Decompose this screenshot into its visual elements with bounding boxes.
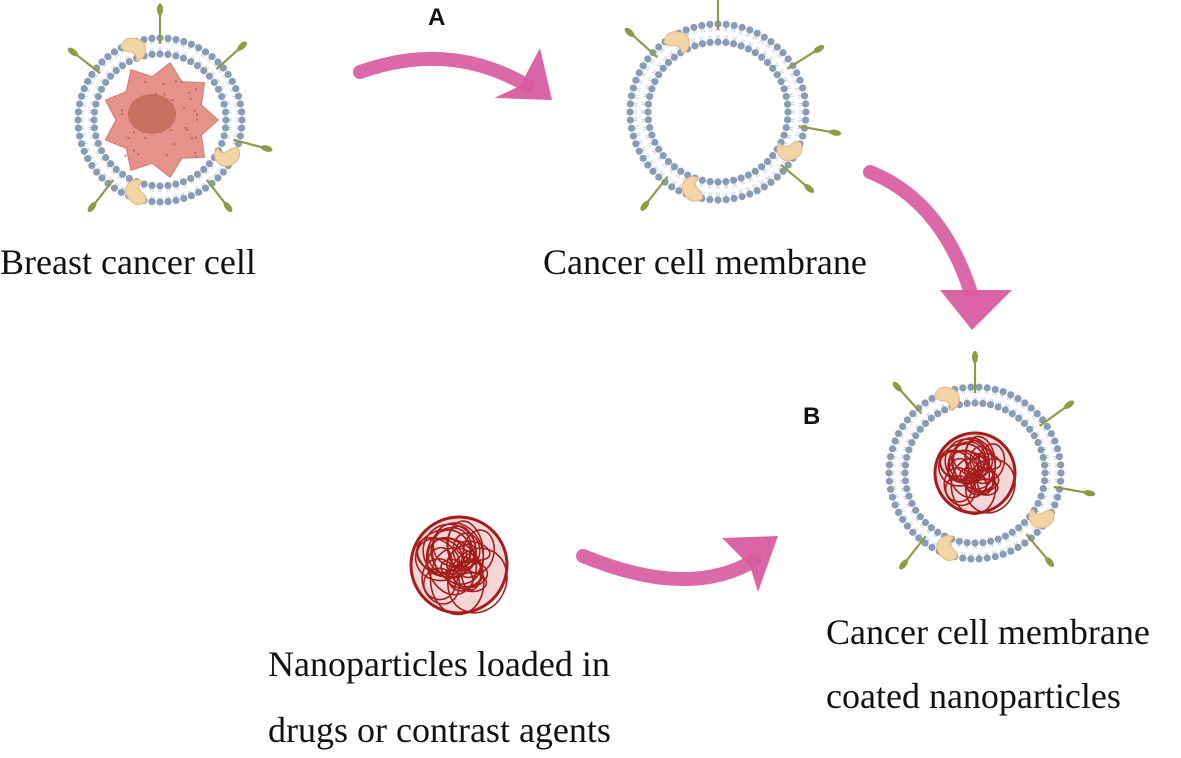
cancer-cell-membrane-label: Cancer cell membrane <box>543 242 867 282</box>
nanoparticles-label-line1: Nanoparticles loaded in <box>268 644 610 684</box>
process-arrows <box>353 48 1012 592</box>
coated-nanoparticles-label-line2: coated nanoparticles <box>826 676 1121 716</box>
cancer-cell-membrane-illustration <box>624 0 842 211</box>
nanoparticles-label-line2: drugs or contrast agents <box>268 710 611 750</box>
breast-cancer-cell-label: Breast cancer cell <box>0 242 256 282</box>
coated-nanoparticle-illustration <box>885 350 1096 570</box>
panel-label-a: A <box>428 4 446 31</box>
coated-nanoparticles-label-line1: Cancer cell membrane <box>826 612 1150 652</box>
breast-cancer-cell-illustration <box>67 3 273 213</box>
nanoparticle-illustration <box>409 515 509 616</box>
panel-label-b: B <box>803 403 821 430</box>
